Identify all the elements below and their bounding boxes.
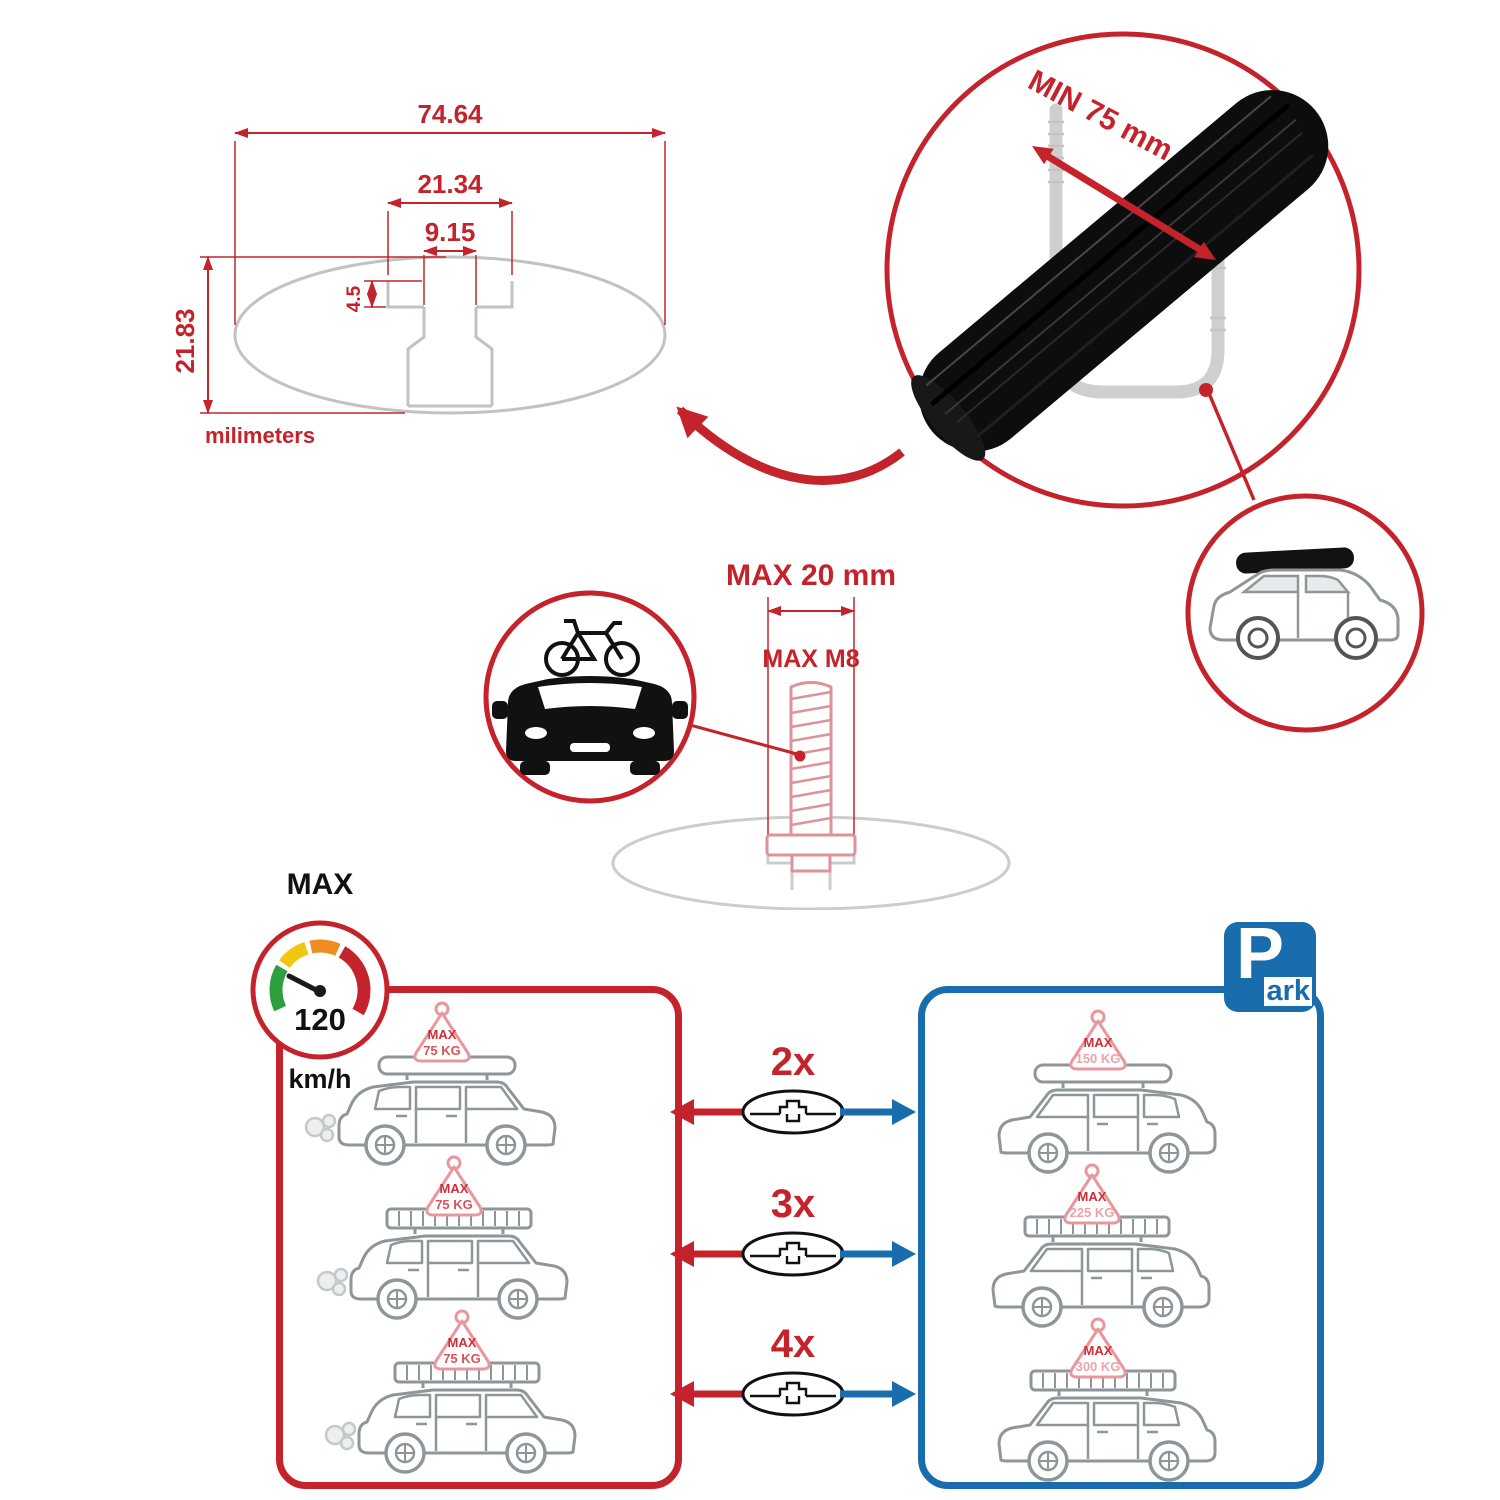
crossbar-profile-icon — [750, 1381, 836, 1405]
exhaust-puffs — [304, 1113, 337, 1143]
drive-car-3: MAX 75 KG — [324, 1309, 577, 1474]
park-car-2: MAX 225 KG — [991, 1163, 1211, 1328]
left-arrowhead — [670, 1381, 694, 1407]
tag-max-label: MAX — [448, 1335, 477, 1350]
tag-weight-label: 150 KG — [1076, 1051, 1121, 1066]
dim-step-depth: 4.5 — [344, 285, 365, 312]
crossbar-profile-oval — [741, 1231, 845, 1277]
drive-car-1: MAX 75 KG — [304, 1001, 557, 1166]
suv-illustration — [997, 1088, 1217, 1174]
left-arrowhead — [670, 1099, 694, 1125]
right-arrowhead — [892, 1381, 916, 1407]
park-panel: MAX 150 KG MAX 225 KG MAX 300 KG — [918, 986, 1324, 1489]
crossbar-profile-oval — [741, 1089, 845, 1135]
profile-t-slot — [386, 281, 514, 408]
bike-icon — [544, 619, 640, 677]
dim-units-label: milimeters — [205, 423, 315, 448]
bolt-extension-lines — [767, 597, 855, 845]
suv-windows — [1240, 574, 1351, 594]
car-front-view — [492, 676, 688, 775]
tag-max-label: MAX — [440, 1181, 469, 1196]
suv-illustration — [991, 1242, 1211, 1328]
park-sign-chip: ark — [1264, 977, 1312, 1006]
suv-illustration — [349, 1234, 569, 1320]
bolt-dimension-diagram: MAX 20 mm MAX M8 — [611, 559, 1011, 910]
crossbar-profile-icon — [750, 1241, 836, 1265]
crossbar-detail-circle: MIN 75 mm — [884, 31, 1362, 509]
park-car-1: MAX 150 KG — [997, 1009, 1217, 1174]
right-arrowhead — [892, 1099, 916, 1125]
bolt-max-thread-label: MAX M8 — [762, 645, 859, 673]
tag-max-label: MAX — [428, 1027, 457, 1042]
exhaust-puffs — [316, 1267, 349, 1297]
left-arrowhead — [670, 1241, 694, 1267]
roof-box — [1236, 547, 1354, 574]
tag-weight-label: 75 KG — [435, 1197, 473, 1212]
park-car-3: MAX 300 KG — [997, 1317, 1217, 1482]
dim-slot-width: 9.15 — [425, 217, 476, 247]
park-sign: P ark — [1224, 918, 1316, 1012]
t-bolt — [765, 681, 857, 873]
suv-illustration — [357, 1388, 577, 1474]
suv-illustration — [997, 1396, 1217, 1482]
tag-weight-label: 75 KG — [423, 1043, 461, 1058]
bar-count-arrow-3x — [670, 1231, 916, 1277]
park-sign-suffix: ark — [1266, 975, 1310, 1007]
tag-weight-label: 300 KG — [1076, 1359, 1121, 1374]
bar-count-arrow-2x — [670, 1089, 916, 1135]
drive-panel: MAX 75 KG MAX 75 KG MAX 75 KG — [276, 986, 682, 1489]
gauge-arcs — [269, 939, 371, 1016]
drive-car-2: MAX 75 KG — [316, 1155, 569, 1320]
tag-max-label: MAX — [1084, 1343, 1113, 1358]
bar-count-label-2x: 2x — [770, 1040, 816, 1084]
profile-ellipse — [233, 255, 667, 415]
dimension-lines — [203, 128, 666, 414]
crossbar-profile-oval — [741, 1371, 845, 1417]
tag-max-label: MAX — [1084, 1035, 1113, 1050]
tag-weight-label: 225 KG — [1070, 1205, 1115, 1220]
bar-count-arrow-4x — [670, 1371, 916, 1417]
tag-max-label: MAX — [1078, 1189, 1107, 1204]
suv-roofbox-circle — [1185, 493, 1425, 733]
dim-profile-height: 21.83 — [170, 308, 200, 373]
right-arrowhead — [892, 1241, 916, 1267]
exhaust-puffs — [324, 1421, 357, 1451]
tag-weight-label: 75 KG — [443, 1351, 481, 1366]
speed-value: 120 — [294, 1002, 346, 1037]
bar-count-label-4x: 4x — [770, 1322, 816, 1366]
speed-units-label: km/h — [288, 1064, 352, 1094]
bolt-max-width-label: MAX 20 mm — [726, 559, 896, 592]
ghost-profile-slot — [766, 845, 856, 890]
profile-dimension-drawing: 74.64 21.34 9.15 4.5 21.83 milimeters — [170, 99, 667, 448]
speed-gauge: 120 — [250, 920, 390, 1060]
crossbar-3d — [911, 90, 1329, 461]
suv-wheel-front — [1236, 616, 1280, 660]
speed-max-label: MAX — [286, 868, 354, 901]
suv-wheel-rear — [1334, 616, 1378, 660]
bar-count-label-3x: 3x — [770, 1182, 816, 1226]
dim-outer-width: 74.64 — [417, 99, 483, 129]
min-span-arrow — [1032, 146, 1216, 260]
dim-channel-width: 21.34 — [417, 169, 483, 199]
car-bike-circle — [483, 590, 697, 804]
crossbar-profile-icon — [750, 1099, 836, 1123]
callout-dot — [1199, 383, 1213, 397]
